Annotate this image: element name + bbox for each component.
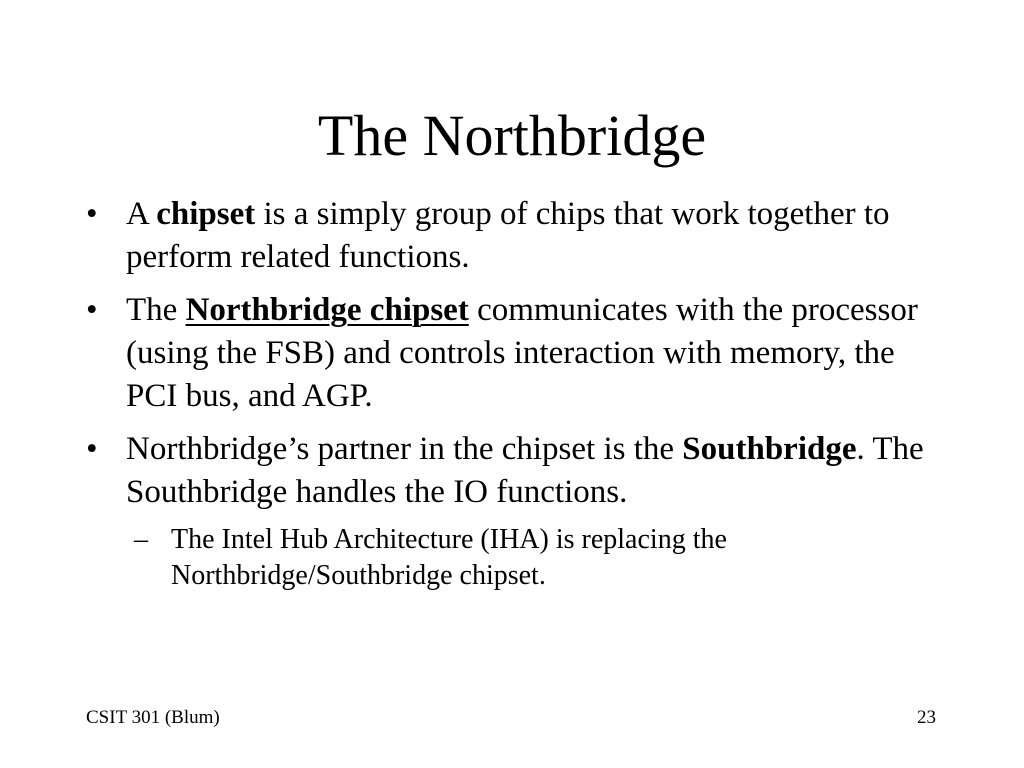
sub-bullet-mark: – bbox=[134, 524, 148, 555]
bullet-text-pre: Northbridge’s partner in the chipset is … bbox=[126, 431, 683, 467]
bullet-text-pre: A bbox=[126, 196, 157, 232]
bullet-text-post: is a simply group of chips that work tog… bbox=[126, 196, 890, 275]
bullet-northbridge: • The Northbridge chipset communicates w… bbox=[86, 289, 946, 418]
slide-body: • A chipset is a simply group of chips t… bbox=[86, 193, 946, 594]
bullet-term-chipset: chipset bbox=[156, 196, 256, 232]
bullet-text-post: communicates with the processor (using t… bbox=[126, 292, 918, 414]
bullet-southbridge: • Northbridge’s partner in the chipset i… bbox=[86, 428, 946, 514]
footer-course: CSIT 301 (Blum) bbox=[86, 707, 220, 728]
bullet-mark: • bbox=[86, 431, 98, 467]
bullet-text-post: . The Southbridge handles the IO functio… bbox=[126, 431, 924, 510]
bullet-term-southbridge: Southbridge bbox=[682, 431, 857, 467]
sub-bullet-text: The Intel Hub Architecture (IHA) is repl… bbox=[171, 524, 727, 591]
bullet-mark: • bbox=[86, 292, 98, 328]
bullet-term-northbridge-chipset: Northbridge chipset bbox=[185, 292, 469, 328]
bullet-text-pre: The bbox=[126, 292, 186, 328]
slide-title: The Northbridge bbox=[317, 103, 707, 168]
sub-bullet-iha: – The Intel Hub Architecture (IHA) is re… bbox=[86, 522, 946, 594]
bullet-mark: • bbox=[86, 196, 98, 232]
bullet-chipset: • A chipset is a simply group of chips t… bbox=[86, 193, 946, 279]
page-number: 23 bbox=[917, 707, 936, 728]
